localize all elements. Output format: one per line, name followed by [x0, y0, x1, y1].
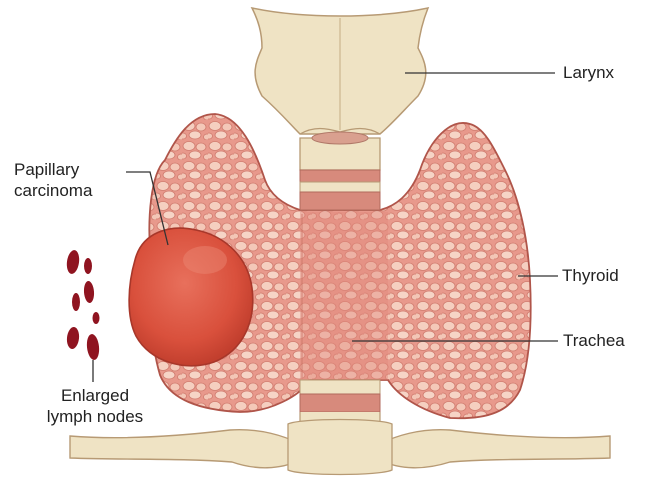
- label-trachea: Trachea: [563, 331, 625, 350]
- label-lymph-line1: Enlarged: [20, 386, 170, 405]
- label-papillary-line1: Papillary: [14, 160, 79, 179]
- label-larynx: Larynx: [563, 63, 614, 82]
- label-lymph-line2: lymph nodes: [20, 407, 170, 426]
- label-papillary-line2: carcinoma: [14, 181, 92, 200]
- lymph-nodes: [65, 249, 100, 360]
- clavicle-shapes: [70, 420, 610, 475]
- larynx-shape: [252, 8, 428, 170]
- label-thyroid: Thyroid: [562, 266, 619, 285]
